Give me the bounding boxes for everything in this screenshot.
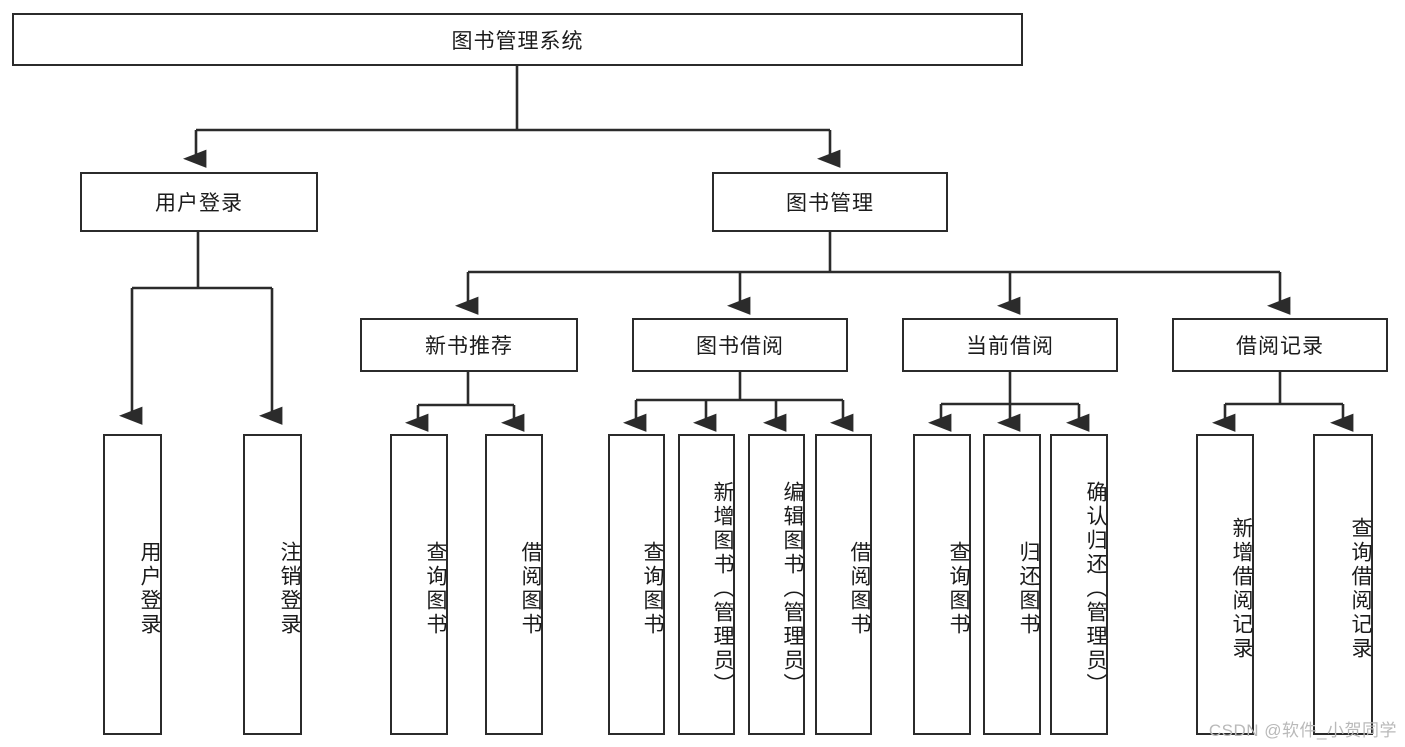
leaf-user-login-login[interactable]: 用户登录 <box>103 434 162 735</box>
leaf-label: 查询图书 <box>947 540 970 637</box>
leaf-label: 新增借阅记录 <box>1230 516 1253 661</box>
leaf-label: 用户登录 <box>138 540 161 637</box>
leaf-current-borrow-confirm-return[interactable]: 确认归还（管理员） <box>1050 434 1108 735</box>
leaf-current-borrow-query[interactable]: 查询图书 <box>913 434 971 735</box>
watermark-text: CSDN @软件_小贺同学 <box>1208 721 1397 740</box>
node-borrow-record[interactable]: 借阅记录 <box>1172 318 1388 372</box>
node-user-login[interactable]: 用户登录 <box>80 172 318 232</box>
leaf-label: 归还图书 <box>1017 540 1040 637</box>
leaf-label: 借阅图书 <box>848 540 871 637</box>
leaf-label: 查询图书 <box>641 540 664 637</box>
leaf-user-login-logout[interactable]: 注销登录 <box>243 434 302 735</box>
leaf-label: 注销登录 <box>278 540 301 637</box>
leaf-label: 新增图书（管理员） <box>711 480 734 697</box>
leaf-book-borrow-edit[interactable]: 编辑图书（管理员） <box>748 434 805 735</box>
node-root-system[interactable]: 图书管理系统 <box>12 13 1023 66</box>
node-current-borrow[interactable]: 当前借阅 <box>902 318 1118 372</box>
leaf-label: 查询借阅记录 <box>1349 516 1372 661</box>
leaf-new-book-borrow[interactable]: 借阅图书 <box>485 434 543 735</box>
leaf-current-borrow-return[interactable]: 归还图书 <box>983 434 1041 735</box>
leaf-book-borrow-add[interactable]: 新增图书（管理员） <box>678 434 735 735</box>
leaf-book-borrow-query[interactable]: 查询图书 <box>608 434 665 735</box>
node-new-book-recommend[interactable]: 新书推荐 <box>360 318 578 372</box>
leaf-label: 确认归还（管理员） <box>1084 480 1107 697</box>
leaf-new-book-query[interactable]: 查询图书 <box>390 434 448 735</box>
leaf-borrow-record-query[interactable]: 查询借阅记录 <box>1313 434 1373 735</box>
node-book-borrow[interactable]: 图书借阅 <box>632 318 848 372</box>
leaf-borrow-record-add[interactable]: 新增借阅记录 <box>1196 434 1254 735</box>
leaf-book-borrow-borrow[interactable]: 借阅图书 <box>815 434 872 735</box>
node-book-management[interactable]: 图书管理 <box>712 172 948 232</box>
leaf-label: 借阅图书 <box>519 540 542 637</box>
leaf-label: 查询图书 <box>424 540 447 637</box>
leaf-label: 编辑图书（管理员） <box>781 480 804 697</box>
